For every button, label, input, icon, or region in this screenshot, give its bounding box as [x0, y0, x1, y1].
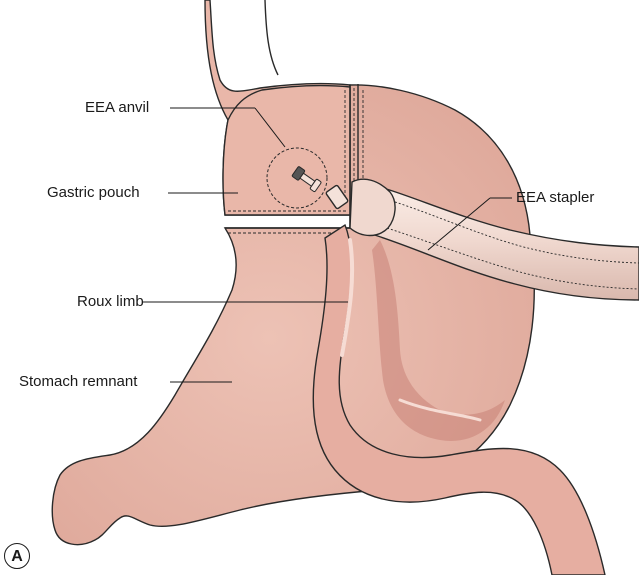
label-gastric-pouch: Gastric pouch	[47, 184, 140, 201]
leader-stapler	[427, 197, 491, 251]
eea-stapler-spike	[325, 184, 349, 210]
label-roux-limb: Roux limb	[77, 293, 144, 310]
roux-limb	[312, 223, 606, 575]
eea-stapler-shaft	[359, 181, 639, 301]
label-eea-stapler: EEA stapler	[516, 189, 595, 206]
esophagus-right-wall	[264, 0, 279, 76]
label-stomach-remnant: Stomach remnant	[19, 373, 138, 390]
roux-highlight	[340, 238, 355, 357]
anvil-dashed-circle	[266, 147, 328, 209]
label-eea-anvil: EEA anvil	[85, 99, 150, 116]
eea-stapler-head	[349, 178, 396, 237]
panel-letter-badge: A	[4, 543, 30, 569]
eea-anvil	[291, 166, 322, 193]
roux-shadow	[372, 240, 505, 441]
